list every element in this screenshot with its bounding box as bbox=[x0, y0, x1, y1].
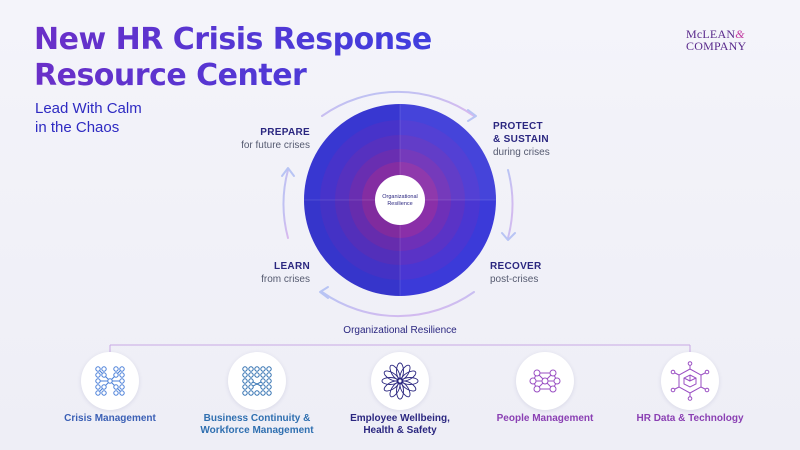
quadrant-learn bbox=[304, 200, 400, 296]
category-label: Business Continuity & Workforce Manageme… bbox=[182, 413, 332, 437]
arrowhead-bottom bbox=[319, 286, 329, 299]
phase-learn-sub: from crises bbox=[261, 274, 310, 285]
category-label-line-1: People Management bbox=[496, 413, 594, 424]
phase-learn[interactable]: LEARN from crises bbox=[232, 260, 310, 286]
category-label-line-1: HR Data & Technology bbox=[636, 413, 744, 424]
category-label-line-1: Crisis Management bbox=[64, 413, 156, 424]
arrowhead-right bbox=[501, 232, 516, 241]
phase-learn-title: LEARN bbox=[274, 261, 310, 272]
center-circle bbox=[375, 175, 425, 225]
network-grid-icon bbox=[95, 366, 125, 396]
category-icon-circle bbox=[228, 352, 286, 410]
phase-recover-title: RECOVER bbox=[490, 261, 542, 272]
category-label-line-1: Employee Wellbeing, bbox=[350, 413, 450, 424]
data-cube-icon bbox=[670, 361, 710, 401]
quadrant-protect bbox=[400, 104, 496, 200]
tagline: Lead With Calm in the Chaos bbox=[35, 99, 235, 137]
phase-protect-title-1: PROTECT bbox=[493, 121, 543, 132]
logo-text-2: COMPANY bbox=[686, 39, 747, 53]
phase-prepare-title: PREPARE bbox=[260, 127, 310, 138]
category-icon-circle bbox=[661, 352, 719, 410]
logo-text-1: McLEAN bbox=[686, 27, 736, 41]
category-label: HR Data & Technology bbox=[615, 413, 765, 425]
quadrant-prepare bbox=[304, 104, 400, 200]
phase-recover[interactable]: RECOVER post-crises bbox=[490, 260, 570, 286]
arrowhead-top bbox=[467, 109, 477, 122]
category-people-management[interactable]: People Management bbox=[470, 352, 620, 425]
cycle-arrows bbox=[282, 91, 514, 317]
category-label-line-2: Workforce Management bbox=[200, 425, 314, 436]
tagline-line-1: Lead With Calm bbox=[35, 100, 142, 117]
category-icon-circle bbox=[371, 352, 429, 410]
node-grid-icon bbox=[242, 366, 272, 396]
bracket-label: Organizational Resilience bbox=[343, 325, 457, 336]
category-label: Employee Wellbeing, Health & Safety bbox=[325, 413, 475, 437]
category-icon-circle bbox=[81, 352, 139, 410]
category-hr-data-technology[interactable]: HR Data & Technology bbox=[615, 352, 765, 425]
arrow-right bbox=[507, 169, 514, 239]
category-label: Crisis Management bbox=[35, 413, 185, 425]
people-network-icon bbox=[529, 369, 561, 393]
center-label-line-1: Organizational bbox=[382, 194, 417, 200]
tagline-line-2: in the Chaos bbox=[35, 119, 120, 136]
category-label: People Management bbox=[470, 413, 620, 425]
phase-recover-sub: post-crises bbox=[490, 274, 539, 285]
center-label-line-2: Resilience bbox=[387, 201, 412, 207]
category-icon-circle bbox=[516, 352, 574, 410]
arrowhead-left bbox=[281, 167, 295, 177]
category-label-line-1: Business Continuity & bbox=[203, 413, 311, 424]
arrow-top bbox=[321, 91, 475, 117]
company-logo[interactable]: McLEAN& COMPANY bbox=[686, 28, 776, 52]
logo-ampersand: & bbox=[735, 27, 745, 41]
category-employee-wellbeing[interactable]: Employee Wellbeing, Health & Safety bbox=[325, 352, 475, 437]
category-crisis-management[interactable]: Crisis Management bbox=[35, 352, 185, 425]
arrow-bottom bbox=[321, 291, 475, 317]
flower-icon bbox=[381, 362, 419, 400]
arrow-left bbox=[282, 169, 289, 239]
phase-prepare[interactable]: PREPARE for future crises bbox=[232, 126, 310, 152]
phase-protect[interactable]: PROTECT & SUSTAIN during crises bbox=[493, 120, 583, 159]
phase-prepare-sub: for future crises bbox=[241, 140, 310, 151]
category-business-continuity[interactable]: Business Continuity & Workforce Manageme… bbox=[182, 352, 332, 437]
category-label-line-2: Health & Safety bbox=[363, 425, 437, 436]
phase-protect-sub: during crises bbox=[493, 147, 550, 158]
phase-protect-title-2: & SUSTAIN bbox=[493, 134, 549, 145]
